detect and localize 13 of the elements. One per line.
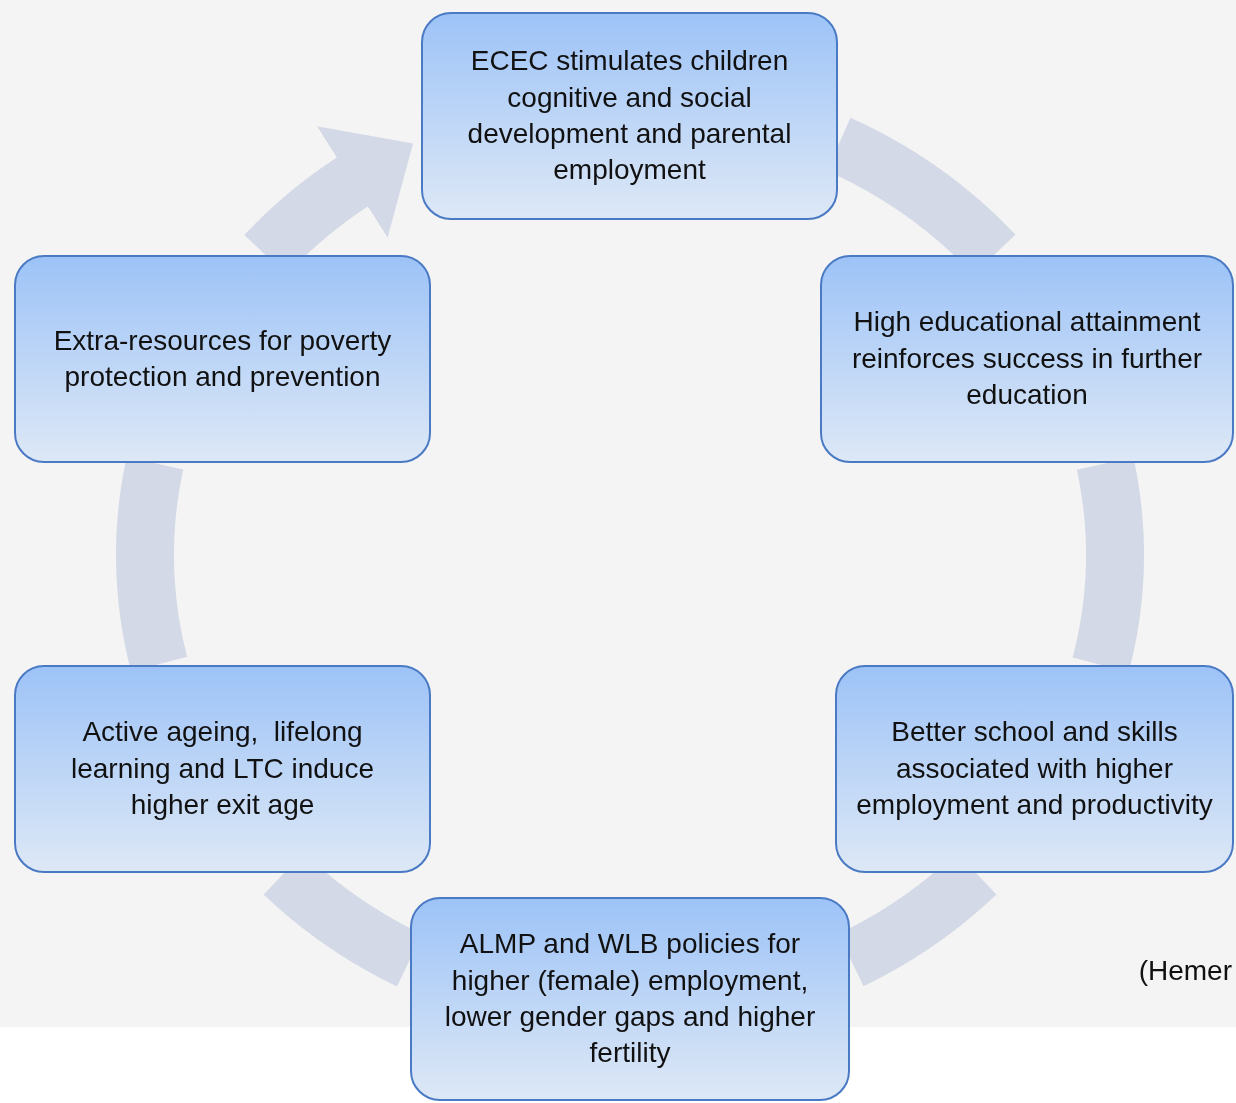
process-box bbox=[410, 897, 850, 1101]
process-box bbox=[820, 255, 1234, 463]
box-text: Better school and skills associated with higher employment and productivity bbox=[855, 715, 1214, 823]
process-box bbox=[421, 12, 838, 220]
box-text: ALMP and WLB policies for higher (female) employment, lower gender gaps and higher fertility bbox=[443, 927, 817, 1071]
process-box bbox=[835, 665, 1234, 873]
box-text: Extra-resources for poverty protection and prevention bbox=[52, 323, 393, 394]
box-text: Active ageing, lifelong learning and LTC induce higher exit age bbox=[70, 715, 375, 823]
source-note: (Hemer bbox=[1138, 955, 1232, 987]
box-text: High educational attainment reinforces success in further education bbox=[850, 305, 1204, 413]
box-text: ECEC stimulates children cognitive and social development and parental employment bbox=[466, 44, 793, 188]
process-box bbox=[14, 255, 431, 463]
process-box bbox=[14, 665, 431, 873]
